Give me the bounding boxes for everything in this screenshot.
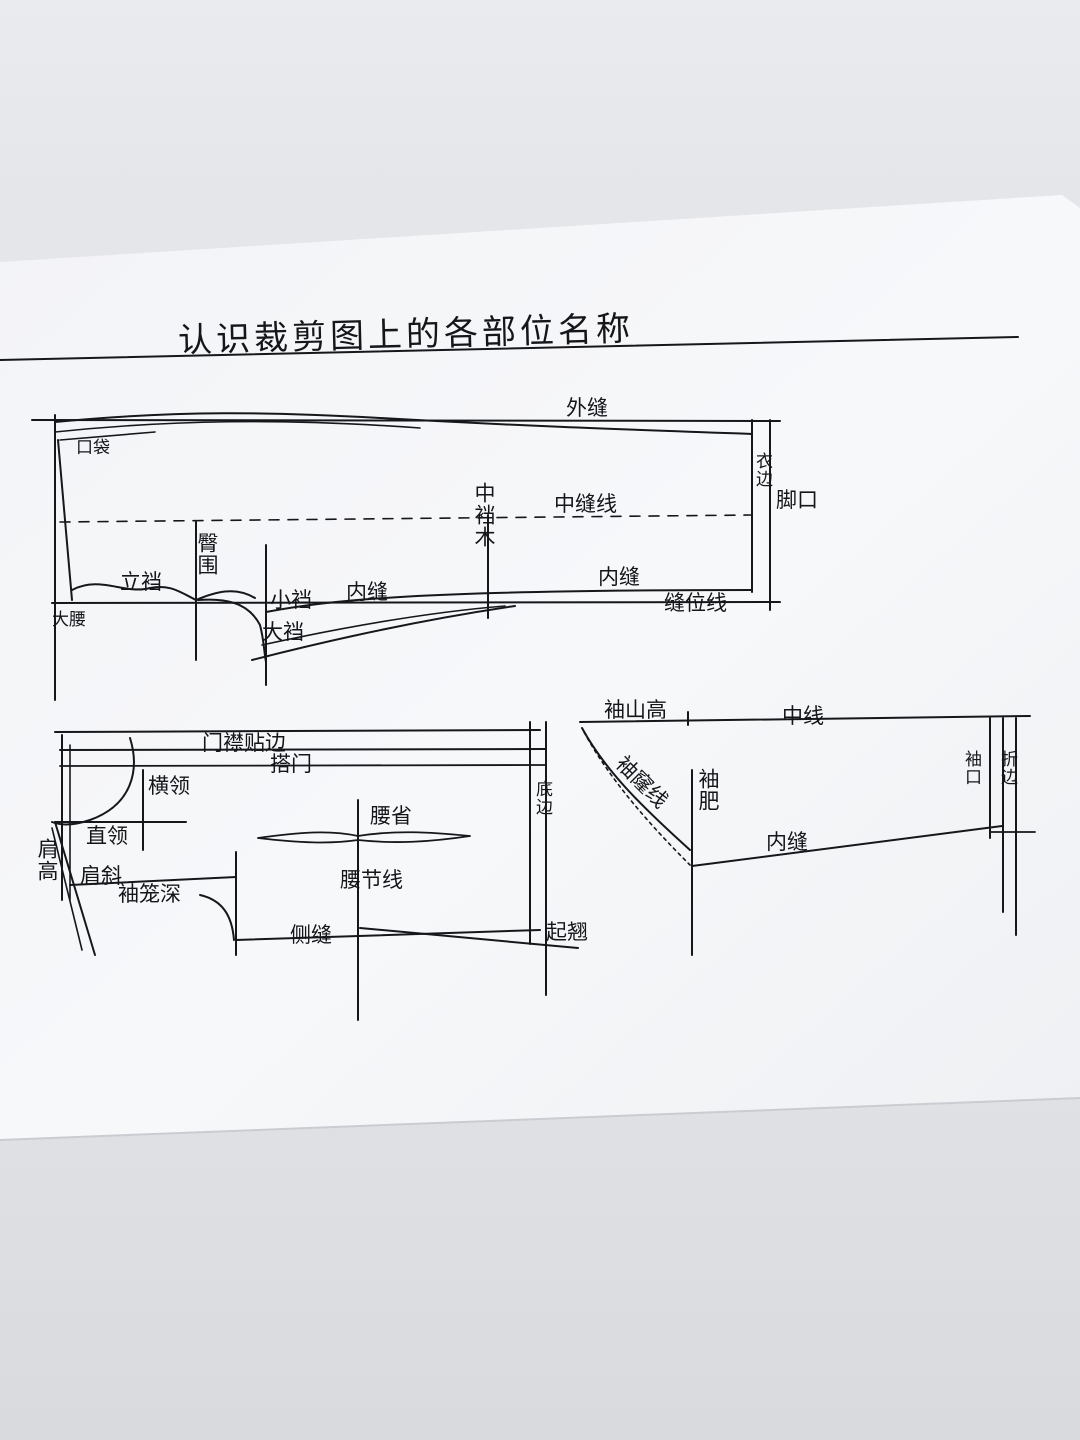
bodice-hem-line <box>359 927 579 949</box>
hip-mark-label: 臀围 <box>195 532 219 576</box>
sleeve-top-line <box>579 715 1031 723</box>
paper <box>0 195 1080 1140</box>
sleeve-cap-label: 袖山高 <box>604 698 667 722</box>
trousers-big-crotch-seam-2 <box>261 605 506 646</box>
shoulder-label: 肩斜 <box>80 864 122 888</box>
trousers-hem-line <box>51 601 781 604</box>
waist-notch-label: 口袋 <box>76 438 110 458</box>
armhole-depth-label: 袖笼深 <box>118 882 181 906</box>
side-hem-label: 起翘 <box>546 920 588 944</box>
inner-seam-label-1: 内缝 <box>346 580 388 604</box>
bodice-dart <box>257 831 471 844</box>
sleeve-inner-seam <box>691 825 1003 867</box>
sleeve-cap-curve <box>581 727 691 851</box>
waist-line-label: 腰节线 <box>340 868 403 892</box>
outer-seam-label: 外缝 <box>566 396 608 420</box>
placket-label: 搭门 <box>270 752 312 776</box>
bodice-pattern <box>51 721 579 1021</box>
hem-line-label: 缝位线 <box>664 591 727 615</box>
paper-edge <box>0 1097 1080 1141</box>
bottom-hem-label: 底边 <box>532 780 552 816</box>
inner-seam-label-2: 内缝 <box>598 565 640 589</box>
bodice-top-line-1 <box>54 729 541 733</box>
waist-left-label: 大腰 <box>52 610 86 630</box>
sleeve-width-label: 袖肥 <box>696 768 720 812</box>
sleeve-pattern <box>579 711 1036 956</box>
trousers-outer-curve <box>54 412 753 435</box>
trousers-pattern <box>31 412 781 701</box>
trousers-crease-line <box>59 514 753 523</box>
bodice-shoulder-line <box>54 821 96 956</box>
neck-width-label: 横领 <box>148 774 190 798</box>
bodice-top-line-3 <box>59 764 546 767</box>
bodice-neck-curve <box>51 737 135 826</box>
cuff-edge-label: 折边 <box>997 750 1017 786</box>
crease-line-label: 中缝线 <box>554 492 617 516</box>
crotch-wood-label: 中裆木 <box>472 482 496 548</box>
bodice-shoulder-line-2 <box>51 827 83 951</box>
trousers-top-line <box>31 419 781 422</box>
dart-top-label: 腰省 <box>370 804 412 828</box>
placket-facing-label: 门襟贴边 <box>202 731 286 755</box>
bodice-top-line-2 <box>59 748 546 751</box>
trousers-notch-line <box>59 431 156 441</box>
bodice-armhole-line <box>69 876 237 886</box>
big-crotch-label: 大裆 <box>262 620 304 644</box>
neck-depth-label: 直领 <box>86 824 128 848</box>
front-rise-label: 立裆 <box>120 570 162 594</box>
hem-edge-label: 衣边 <box>752 452 772 488</box>
trousers-big-crotch-seam <box>251 605 516 661</box>
bodice-armhole-curve <box>199 894 235 941</box>
bodice-side-seam <box>235 929 541 941</box>
trousers-inner-seam <box>265 589 753 613</box>
leg-opening-label: 脚口 <box>776 488 818 512</box>
trousers-crotch-curve <box>197 598 267 663</box>
side-seam-label: 侧缝 <box>290 923 332 947</box>
title-underline <box>0 336 1019 361</box>
sleeve-cuff-label: 袖口 <box>961 750 981 786</box>
shoulder-height-label: 肩高 <box>35 838 59 882</box>
sleeve-cap-curve-dotted <box>583 731 691 866</box>
trousers-waist-diag <box>57 439 73 601</box>
small-crotch-label: 小裆 <box>270 588 312 612</box>
trousers-outer-curve-2 <box>54 420 421 433</box>
trousers-rise-curve <box>71 583 256 601</box>
sleeve-inner-seam-label: 内缝 <box>766 830 808 854</box>
sleeve-center-line-label: 中线 <box>782 704 824 728</box>
